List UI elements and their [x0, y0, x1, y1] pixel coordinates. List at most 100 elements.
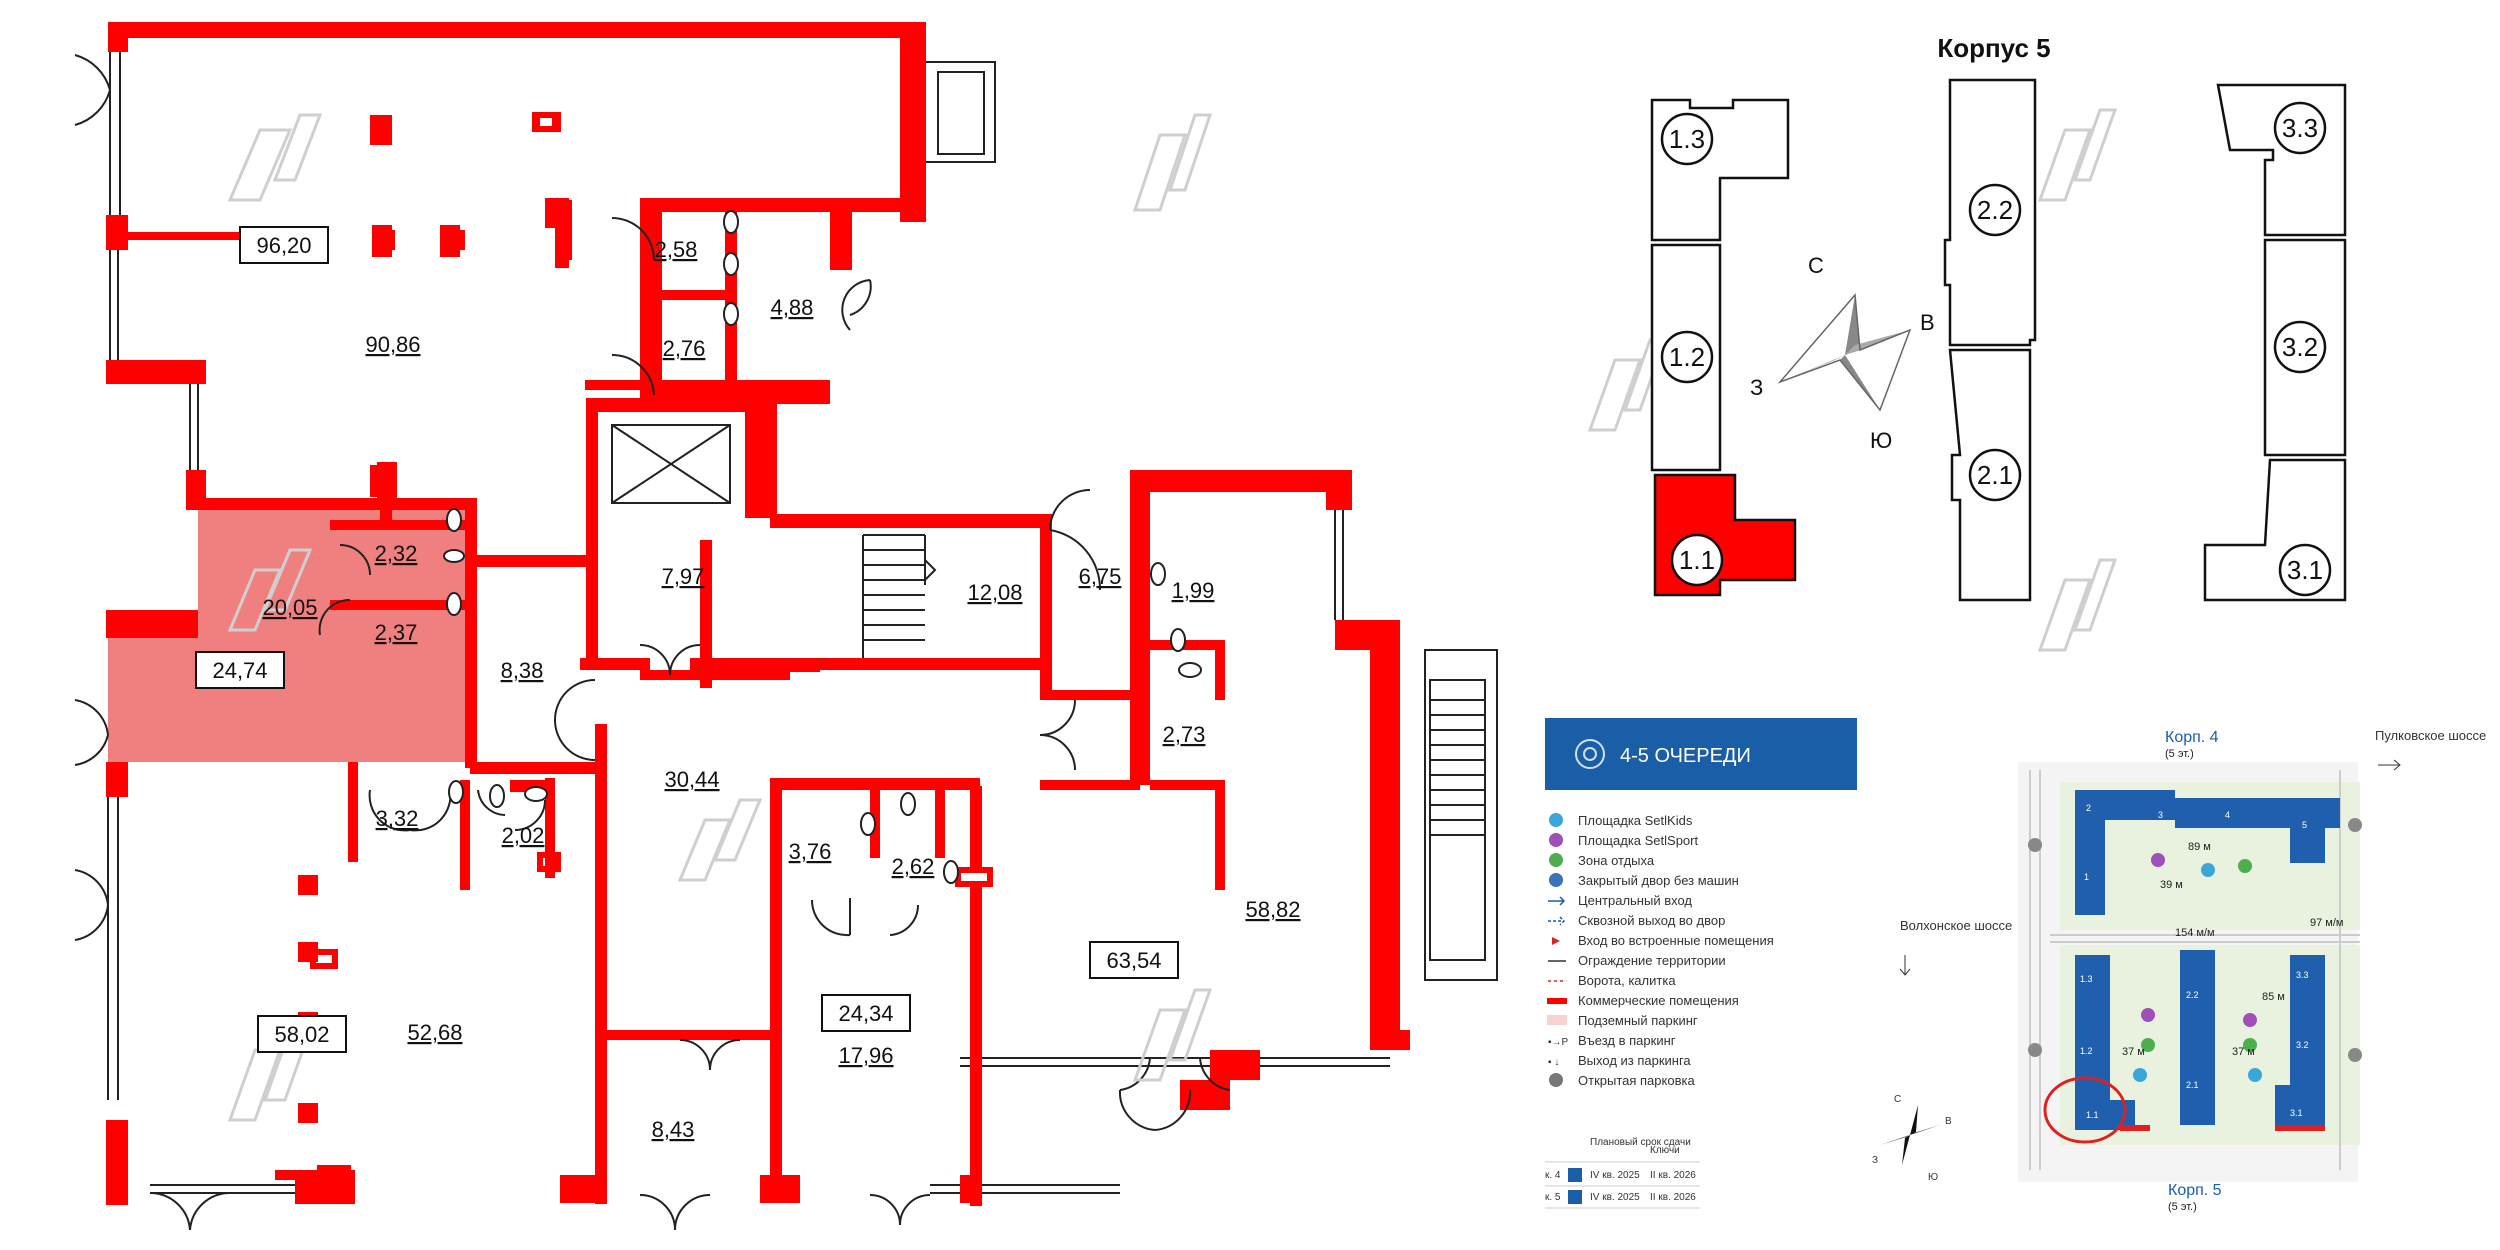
- phase-banner: 4-5 ОЧЕРЕДИ: [1545, 718, 1857, 790]
- parking-underground-icon: [1547, 1015, 1567, 1025]
- schedule-row2-k: к. 5: [1545, 1192, 1561, 1203]
- small-compass-e: В: [1945, 1116, 1952, 1127]
- korp5-sec-2-1: 2.1: [2186, 1080, 2199, 1090]
- korp5-sec-1-3: 1.3: [2080, 974, 2093, 984]
- legend-parking-exit: Выход из паркинга: [1578, 1053, 1691, 1068]
- doors: [74, 54, 1231, 1231]
- building-title: Корпус 5: [1937, 33, 2050, 63]
- closed-yard-icon: [1549, 873, 1563, 887]
- column-markers: [310, 112, 561, 1191]
- selected-unit-area[interactable]: [108, 498, 468, 762]
- legend-closed-yard: Закрытый двор без машин: [1578, 873, 1739, 888]
- parking-exit-icon: ▪ ↓: [1548, 1057, 1559, 1068]
- area-label-2-02: 2,02: [502, 823, 545, 848]
- korp4-sec-3: 3: [2158, 810, 2163, 820]
- key-plan: Корпус 5 1.3 1.2 1.1 2.2 2.1: [1650, 33, 2347, 602]
- area-label-12-08: 12,08: [967, 580, 1022, 605]
- volkhon-road: Волхонское шоссе: [1900, 918, 2012, 933]
- legend-fence: Ограждение территории: [1578, 953, 1726, 968]
- area-label-1-99: 1,99: [1172, 578, 1215, 603]
- compass-west: З: [1750, 375, 1763, 400]
- section-label-1-2: 1.2: [1669, 342, 1705, 372]
- legend-labels: Площадка SetlKids Площадка SetlSport Зон…: [1578, 813, 1774, 1088]
- schedule-row1-swatch: [1568, 1168, 1582, 1182]
- small-compass-n: С: [1894, 1094, 1901, 1105]
- section-label-1-3: 1.3: [1669, 124, 1705, 154]
- site-markers: [2028, 818, 2362, 1082]
- pulkovo-road: Пулковское шоссе: [2375, 728, 2486, 743]
- legend-sport: Площадка SetlSport: [1578, 833, 1698, 848]
- legend: ▪→P ▪ ↓ Площадка SetlKids Площадка SetlS…: [1547, 813, 1774, 1088]
- korp5-sec-3-3: 3.3: [2296, 970, 2309, 980]
- dim-97: 97 м/м: [2310, 917, 2343, 929]
- legend-parking-entry: Въезд в паркинг: [1578, 1033, 1676, 1048]
- parking-entry-icon: ▪→P: [1548, 1037, 1569, 1048]
- area-label-24-34: 24,34: [838, 1001, 893, 1026]
- area-label-17-96: 17,96: [838, 1043, 893, 1068]
- elevator: [611, 424, 731, 504]
- area-label-30-44: 30,44: [664, 767, 719, 792]
- sport-icon: [1549, 833, 1563, 847]
- small-compass: С В Ю З: [1872, 1094, 1952, 1183]
- legend-central-entrance: Центральный вход: [1578, 893, 1692, 908]
- section-label-3-3: 3.3: [2282, 113, 2318, 143]
- korp5-sec-3-1: 3.1: [2290, 1108, 2303, 1118]
- korp4-sec-1: 1: [2084, 872, 2089, 882]
- korp4-buildings: [2075, 790, 2340, 915]
- schedule-row1-planned: IV кв. 2025: [1590, 1170, 1640, 1181]
- through-exit-icon: [1548, 916, 1566, 926]
- site-plan: 2 3 4 5 1 1.3 1.2 1.1 2.2 2.1 3.3 3.2 3.…: [1872, 728, 2486, 1213]
- commercial-icon: [1547, 998, 1567, 1004]
- stairs-inner: [862, 534, 937, 660]
- area-label-2-73: 2,73: [1163, 722, 1206, 747]
- legend-icons: ▪→P ▪ ↓: [1547, 813, 1569, 1087]
- open-parking-icon: [1549, 1073, 1563, 1087]
- banner-title: 4-5 ОЧЕРЕДИ: [1620, 745, 1751, 767]
- korp5-floors: (5 эт.): [2168, 1201, 2197, 1213]
- korp4-label: Корп. 4: [2165, 729, 2219, 746]
- section-label-2-2: 2.2: [1977, 195, 2013, 225]
- small-compass-s: Ю: [1928, 1172, 1938, 1183]
- area-label-2-37: 2,37: [375, 620, 418, 645]
- korp5-label: Корп. 5: [2168, 1182, 2222, 1199]
- legend-underground-parking: Подземный паркинг: [1578, 1013, 1698, 1028]
- section-circles: [1660, 101, 2332, 597]
- korp5-section-labels: 1.3 1.2 1.1 2.2 2.1 3.3 3.2 3.1: [2080, 970, 2309, 1120]
- schedule-row2-keys: II кв. 2026: [1650, 1192, 1696, 1203]
- dim-37a: 37 м: [2122, 1046, 2145, 1058]
- legend-open-parking: Открытая парковка: [1578, 1073, 1695, 1088]
- builtin-entrance-icon: [1552, 937, 1560, 945]
- dim-37b: 37 м: [2232, 1046, 2255, 1058]
- kids-icon: [1549, 813, 1563, 827]
- legend-builtin-entrance: Вход во встроенные помещения: [1578, 933, 1774, 948]
- section-labels: 1.3 1.2 1.1 2.2 2.1 3.3 3.2 3.1: [1669, 113, 2323, 585]
- schedule-row2-swatch: [1568, 1190, 1582, 1204]
- area-label-3-76: 3,76: [789, 839, 832, 864]
- area-label-2-62: 2,62: [892, 854, 935, 879]
- schedule-row2-planned: IV кв. 2025: [1590, 1192, 1640, 1203]
- area-label-8-38: 8,38: [501, 658, 544, 683]
- korp4-sec-5: 5: [2302, 820, 2307, 830]
- dim-154: 154 м/м: [2175, 927, 2215, 939]
- korp4-sec-2: 2: [2086, 803, 2091, 813]
- legend-commercial: Коммерческие помещения: [1578, 993, 1739, 1008]
- schedule-row1-keys: II кв. 2026: [1650, 1170, 1696, 1181]
- compass-north: С: [1808, 253, 1824, 278]
- area-label-24-74: 24,74: [212, 658, 267, 683]
- schedule-head-keys: Ключи: [1650, 1145, 1680, 1156]
- area-boxes: [195, 226, 1179, 1053]
- korp5-sec-1-2: 1.2: [2080, 1046, 2093, 1056]
- compass-south: Ю: [1870, 428, 1892, 453]
- section-label-3-2: 3.2: [2282, 332, 2318, 362]
- legend-rest: Зона отдыха: [1578, 853, 1655, 868]
- area-label-58-82: 58,82: [1245, 897, 1300, 922]
- section-1-1-outline-selected[interactable]: [1653, 473, 1797, 597]
- area-label-63-54: 63,54: [1106, 948, 1161, 973]
- area-label-6-75: 6,75: [1079, 564, 1122, 589]
- site-dimensions: 89 м 39 м 154 м/м 97 м/м 37 м 37 м 85 м: [2122, 841, 2343, 1058]
- dim-89: 89 м: [2188, 841, 2211, 853]
- small-compass-w: З: [1872, 1155, 1878, 1166]
- compass-east: В: [1920, 310, 1935, 335]
- legend-gate: Ворота, калитка: [1578, 973, 1676, 988]
